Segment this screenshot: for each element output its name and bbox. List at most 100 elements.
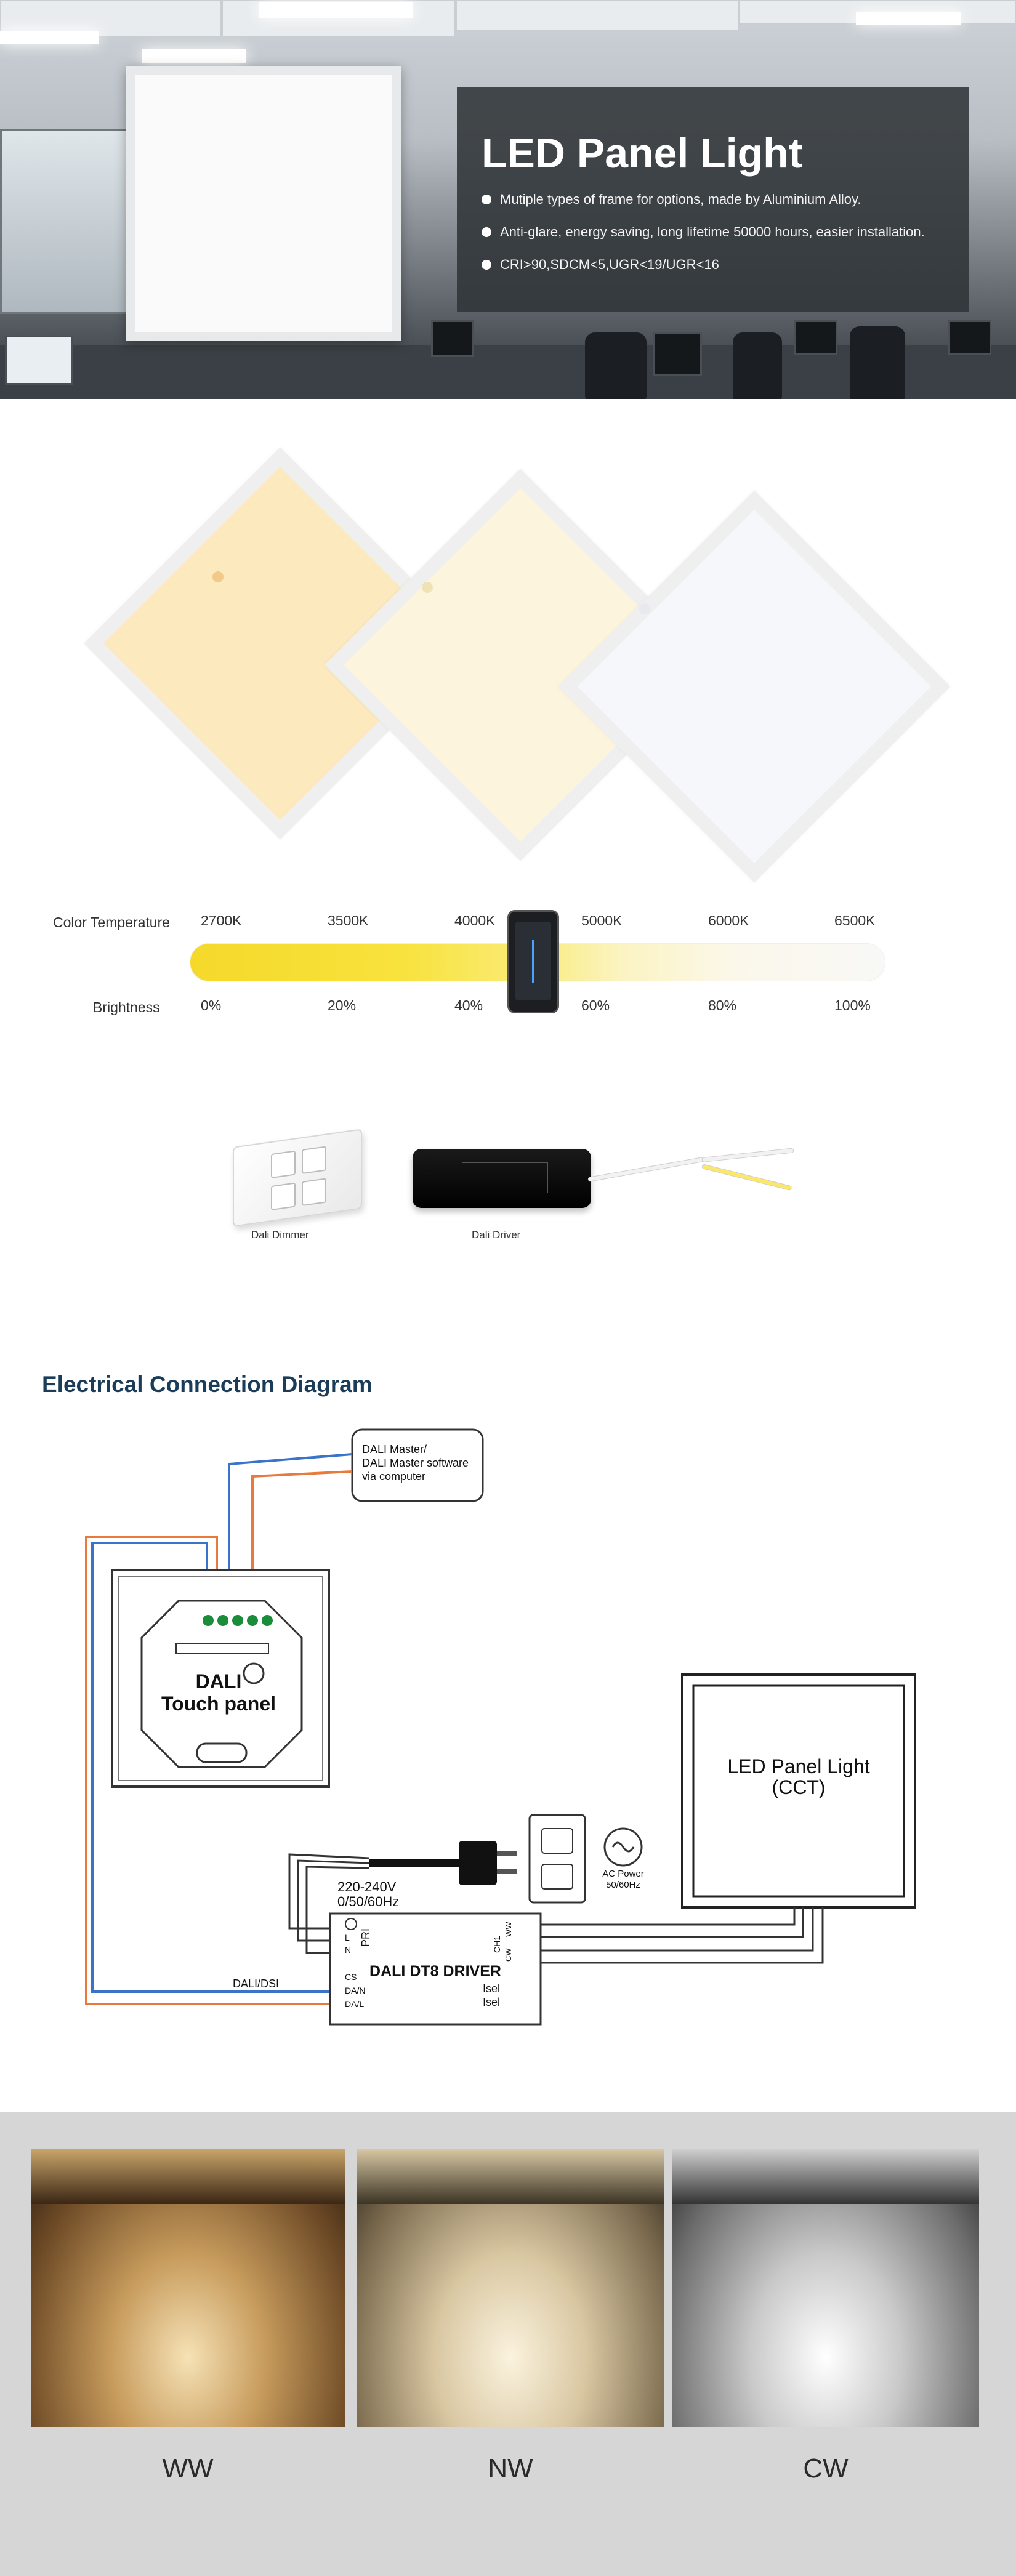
hero-info-card (457, 87, 969, 312)
office-desks (0, 345, 1016, 399)
bullet-dot-icon (482, 260, 491, 270)
panel-sensor-dot (212, 571, 224, 582)
driver-name: DALI DT8 DRIVER (369, 1963, 501, 1980)
cool-white-panel (558, 490, 951, 883)
brightness-tick: 100% (834, 997, 871, 1013)
temp-tick: 6000K (708, 912, 749, 928)
ceiling-tile (456, 0, 739, 31)
ceiling-light (856, 12, 961, 25)
dimmer-button (302, 1178, 326, 1207)
hero-bullet-2: Anti-glare, energy saving, long lifetime… (482, 224, 925, 240)
pin-right: WW (504, 1922, 513, 1937)
smartphone-controller (507, 910, 559, 1013)
led-panel-label-2: (CCT) (772, 1776, 825, 1798)
panel-sensor-dot (422, 582, 433, 593)
dali-driver-caption: Dali Driver (472, 1229, 521, 1241)
dimmer-button (271, 1182, 296, 1211)
hero-title: LED Panel Light (482, 130, 803, 177)
master-text-2: DALI Master software (362, 1457, 469, 1469)
brightness-tick: 0% (201, 997, 222, 1013)
dali-dimmer-caption: Dali Dimmer (251, 1229, 309, 1241)
electrical-connection-diagram: DALI Master/ DALI Master software via co… (85, 1428, 916, 2026)
led-panel-label-1: LED Panel Light (727, 1755, 869, 1777)
chair (585, 332, 647, 399)
monitor (794, 320, 837, 355)
ww-label: WW (162, 2453, 214, 2484)
voltage-label-2: 0/50/60Hz (337, 1894, 399, 1909)
dali-master-box (351, 1428, 484, 1502)
warm-white-wall-photo (31, 2149, 345, 2427)
pin-left: DA/N (345, 1986, 365, 1995)
color-temperature-label: Color Temperature (53, 914, 171, 930)
ac-power-label-1: AC Power (602, 1869, 644, 1879)
led-panel-box (681, 1673, 916, 1909)
driver-cable (701, 1148, 794, 1162)
hero-bullet-1: Mutiple types of frame for options, made… (482, 191, 861, 207)
cw-label: CW (803, 2453, 849, 2484)
phone-slider-icon (532, 940, 534, 983)
touch-panel-label-2: Touch panel (161, 1693, 276, 1715)
window (0, 129, 129, 314)
pin-right: Isel (483, 1996, 500, 2008)
bullet-dot-icon (482, 227, 491, 237)
dial-icon (243, 1662, 265, 1684)
nw-label: NW (488, 2453, 533, 2484)
monitor (653, 332, 702, 376)
power-plug-icon (459, 1841, 497, 1885)
dali-dimmer-image (233, 1129, 362, 1227)
brightness-tick: 60% (581, 997, 610, 1013)
blue-wire (91, 1542, 333, 1993)
dali-dsi-label: DALI/DSI (233, 1978, 279, 1990)
temp-tick: 5000K (581, 912, 623, 928)
dimmer-button (302, 1146, 326, 1175)
voltage-label-1: 220-240V (337, 1879, 397, 1894)
brightness-tick: 80% (708, 997, 737, 1013)
dali-dt8-driver-box (329, 1912, 542, 2026)
master-text-3: via computer (362, 1470, 425, 1483)
led-panel-product-image (126, 66, 401, 341)
brightness-tick: 20% (328, 997, 357, 1013)
pin-left: DA/L (345, 1999, 364, 2009)
cool-white-wall-photo (672, 2149, 979, 2427)
wall-outlet (528, 1814, 586, 1904)
diagram-title: Electrical Connection Diagram (42, 1372, 373, 1397)
brightness-label: Brightness (93, 999, 160, 1015)
dimmer-button (271, 1150, 296, 1179)
orange-wire (251, 1470, 353, 1585)
chair (733, 332, 782, 399)
driver-cable (587, 1157, 704, 1182)
dali-driver-image (413, 1149, 591, 1208)
neutral-white-wall-photo (357, 2149, 664, 2427)
pin-right: CW (504, 1948, 513, 1962)
panel-sensor-dot (639, 603, 650, 614)
temp-tick: 6500K (834, 912, 876, 928)
pri-label: PRI (360, 1928, 372, 1947)
ac-power-label-2: 50/60Hz (606, 1880, 640, 1890)
temp-tick: 2700K (201, 912, 242, 928)
chair (850, 326, 905, 399)
ceiling-light (259, 2, 413, 18)
temp-tick: 3500K (328, 912, 369, 928)
touch-panel-module (140, 1600, 303, 1768)
touch-panel-label-1: DALI (196, 1670, 242, 1693)
master-text-1: DALI Master/ (362, 1443, 427, 1455)
pin-left: N (345, 1945, 351, 1955)
ground-icon (345, 1918, 357, 1930)
orange-wire (85, 1536, 333, 2005)
monitor (431, 320, 474, 357)
pin-left: L (345, 1933, 350, 1942)
driver-cable (701, 1164, 792, 1191)
monitor (5, 336, 73, 385)
temp-tick: 4000K (454, 912, 496, 928)
blue-wire (228, 1453, 353, 1585)
pin-right: CH1 (492, 1936, 502, 1953)
ceiling-light (142, 49, 246, 63)
pin-left: CS (345, 1972, 357, 1982)
driver-label-plate (462, 1162, 548, 1193)
hero-bullet-3: CRI>90,SDCM<5,UGR<19/UGR<16 (482, 257, 719, 273)
pin-right: Isel (483, 1982, 500, 1995)
bullet-dot-icon (482, 195, 491, 204)
phone-screen (515, 922, 551, 1000)
ceiling-light (0, 31, 99, 44)
brightness-tick: 40% (454, 997, 483, 1013)
